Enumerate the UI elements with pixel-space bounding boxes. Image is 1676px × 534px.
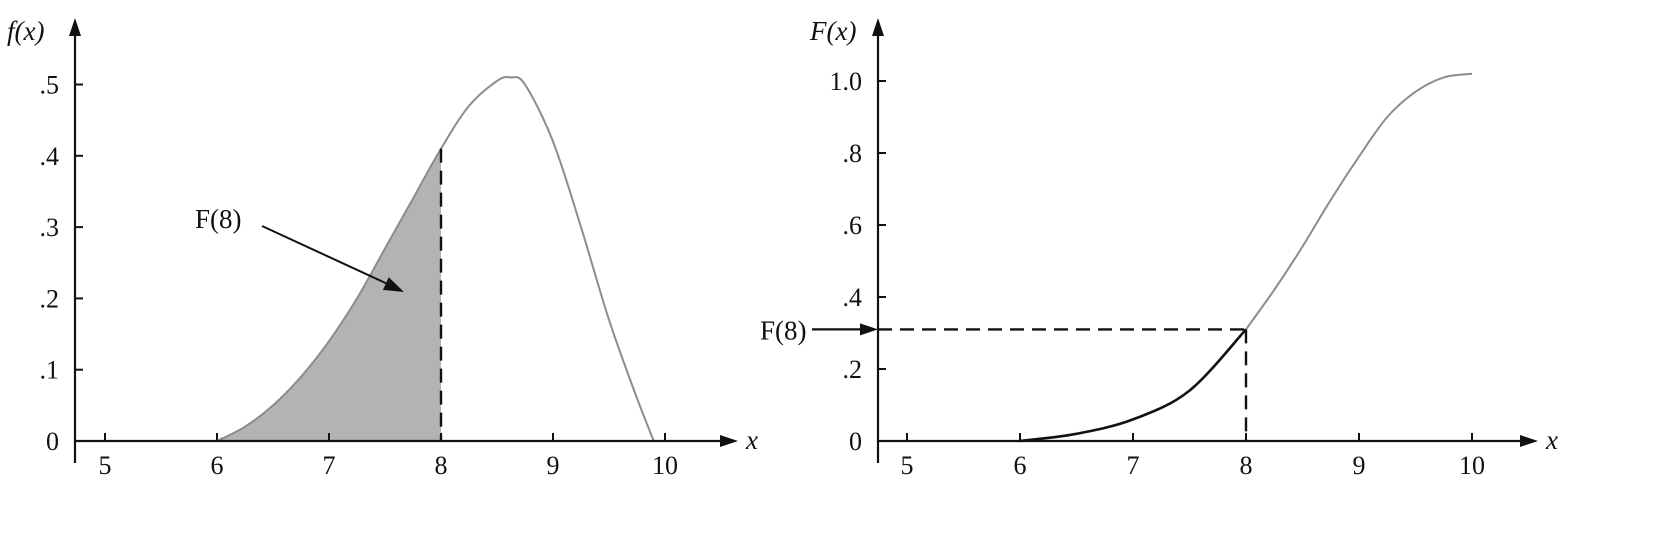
left-ticks: 5 6 7 8 9 10 0 .1 .2 .3 .4 .5 <box>40 71 679 481</box>
y-tick-label: .2 <box>843 355 863 384</box>
x-axis-label: x <box>745 425 758 455</box>
cdf-panel: 5 6 7 8 9 10 0 .2 .4 .6 .8 1.0 F(x) x F(8) <box>760 16 1558 480</box>
x-tick-label: 6 <box>1014 451 1027 480</box>
x-tick-label: 10 <box>1459 451 1485 480</box>
y-axis-label: f(x) <box>7 16 44 46</box>
x-tick-label: 5 <box>99 451 112 480</box>
annotation-arrowhead <box>860 323 878 336</box>
annotation-f8: F(8) <box>760 315 807 345</box>
y-tick-label: .2 <box>40 284 60 313</box>
x-axis-label: x <box>1545 425 1558 455</box>
shaded-area-f8 <box>217 148 441 441</box>
annotation-arrowhead <box>382 277 404 292</box>
x-tick-label: 9 <box>547 451 560 480</box>
x-axis-arrowhead <box>1520 435 1538 447</box>
x-tick-label: 8 <box>435 451 448 480</box>
annotation-arrow-line <box>261 225 393 287</box>
x-tick-label: 6 <box>211 451 224 480</box>
pdf-curve <box>216 76 655 442</box>
x-tick-label: 7 <box>323 451 336 480</box>
annotation-f8: F(8) <box>195 204 242 234</box>
y-tick-label: .4 <box>40 142 60 171</box>
y-axis-arrowhead <box>69 18 81 36</box>
x-tick-label: 5 <box>901 451 914 480</box>
y-tick-label: 0 <box>46 427 59 456</box>
x-tick-label: 7 <box>1127 451 1140 480</box>
y-tick-label: .4 <box>843 283 863 312</box>
x-tick-label: 9 <box>1353 451 1366 480</box>
right-ticks: 5 6 7 8 9 10 0 .2 .4 .6 .8 1.0 <box>830 67 1486 480</box>
y-tick-label: .5 <box>40 71 60 100</box>
y-axis-arrowhead <box>872 18 884 36</box>
pdf-panel: 5 6 7 8 9 10 0 .1 .2 .3 .4 .5 f(x) x F(8) <box>7 16 758 480</box>
y-axis-label: F(x) <box>809 16 856 46</box>
y-tick-label: 1.0 <box>830 67 863 96</box>
y-tick-label: .1 <box>40 356 60 385</box>
y-tick-label: .6 <box>843 211 863 240</box>
y-tick-label: .3 <box>40 213 60 242</box>
y-tick-label: 0 <box>849 427 862 456</box>
x-axis-arrowhead <box>720 435 738 447</box>
cdf-curve-lower <box>1019 328 1247 443</box>
x-tick-label: 10 <box>652 451 678 480</box>
cdf-curve-upper <box>1245 72 1473 330</box>
y-tick-label: .8 <box>843 139 863 168</box>
x-tick-label: 8 <box>1240 451 1253 480</box>
